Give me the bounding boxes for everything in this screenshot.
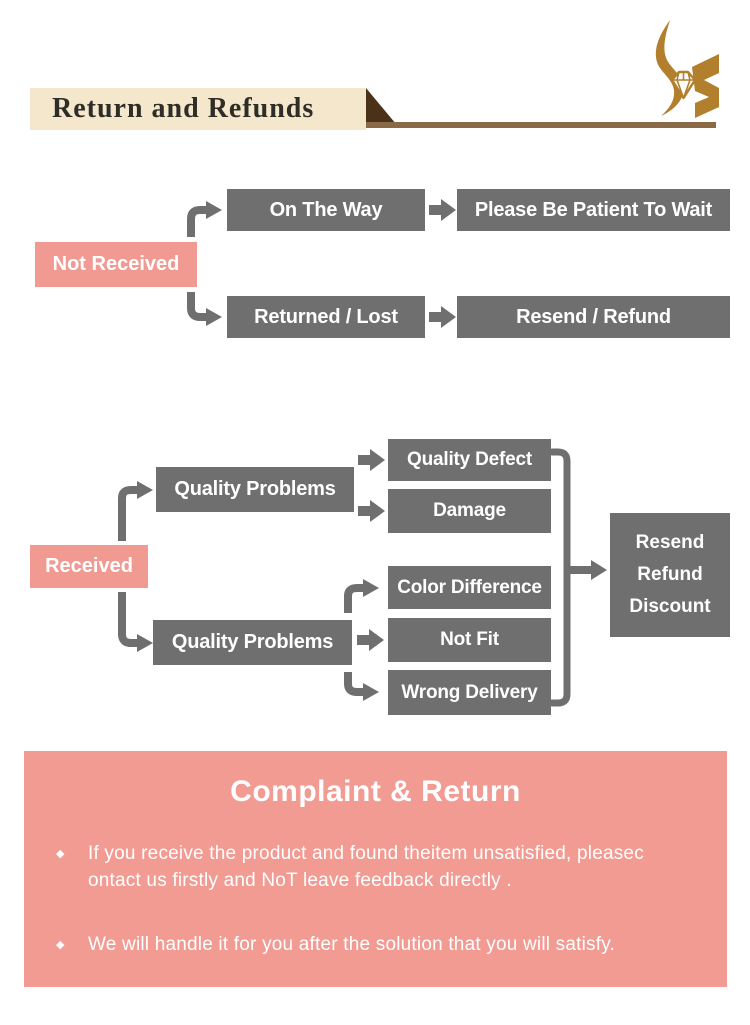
flow-box-quality-defect: Quality Defect xyxy=(388,439,551,481)
flow-box-quality-problems-top: Quality Problems xyxy=(156,467,354,512)
complaint-bullet-2: ◆ We will handle it for you after the so… xyxy=(24,931,727,958)
connector-down-arrow xyxy=(187,292,206,321)
connector-down-arrow xyxy=(118,592,137,647)
arrowhead-icon xyxy=(591,560,607,580)
arrowhead-icon xyxy=(363,579,379,597)
connector-up-arrow xyxy=(118,486,137,541)
flow-box-quality-problems-bottom: Quality Problems xyxy=(153,620,352,665)
ribbon-fold-shape xyxy=(366,88,396,124)
block-arrow-icon xyxy=(429,306,456,328)
flow-result-box: Resend Refund Discount xyxy=(610,513,730,637)
flow-box-please-wait: Please Be Patient To Wait xyxy=(457,189,730,231)
flow-box-damage: Damage xyxy=(388,489,551,533)
connector-up-arrow xyxy=(187,206,206,237)
flow-box-returned-lost: Returned / Lost xyxy=(227,296,425,338)
header-underline xyxy=(366,122,716,128)
complaint-title: Complaint & Return xyxy=(230,775,521,808)
result-line-discount: Discount xyxy=(629,596,711,617)
flow-box-wrong-delivery: Wrong Delivery xyxy=(388,670,551,715)
flame-diamond-logo-icon xyxy=(655,20,719,118)
flow-root-not-received: Not Received xyxy=(35,242,197,287)
flow-box-resend-refund: Resend / Refund xyxy=(457,296,730,338)
complaint-bullet-1-text: If you receive the product and found the… xyxy=(88,840,644,894)
flow-root-received: Received xyxy=(30,545,148,588)
flow-box-on-the-way: On The Way xyxy=(227,189,425,231)
bullet-2-line-1: We will handle it for you after the solu… xyxy=(88,934,615,955)
result-line-refund: Refund xyxy=(637,564,703,585)
diamond-bullet-icon: ◆ xyxy=(56,939,65,951)
block-arrow-icon xyxy=(429,199,456,221)
complaint-return-panel: Complaint & Return ◆ If you receive the … xyxy=(24,751,727,987)
arrowhead-icon xyxy=(363,683,379,701)
arrowhead-icon xyxy=(206,201,222,219)
flow-box-not-fit: Not Fit xyxy=(388,618,551,662)
complaint-bullet-1: ◆ If you receive the product and found t… xyxy=(24,840,727,894)
bullet-1-line-2: ontact us firstly and NoT leave feedback… xyxy=(88,870,512,891)
block-arrow-icon xyxy=(357,629,384,651)
connector-up-arrow xyxy=(344,584,363,613)
block-arrow-icon xyxy=(358,500,385,522)
arrowhead-icon xyxy=(137,634,153,652)
arrowhead-icon xyxy=(137,481,153,499)
bullet-1-line-1: If you receive the product and found the… xyxy=(88,843,644,864)
connector-down-arrow xyxy=(344,672,363,696)
block-arrow-icon xyxy=(358,449,385,471)
complaint-bullet-2-text: We will handle it for you after the solu… xyxy=(88,931,615,958)
page-title: Return and Refunds xyxy=(52,93,315,124)
result-line-resend: Resend xyxy=(635,532,705,553)
arrowhead-icon xyxy=(206,308,222,326)
bracket-connector xyxy=(548,448,571,707)
flow-box-color-difference: Color Difference xyxy=(388,566,551,609)
diamond-glyph xyxy=(670,70,697,100)
diamond-bullet-icon: ◆ xyxy=(56,848,65,860)
section-header-ribbon: Return and Refunds xyxy=(30,88,366,130)
